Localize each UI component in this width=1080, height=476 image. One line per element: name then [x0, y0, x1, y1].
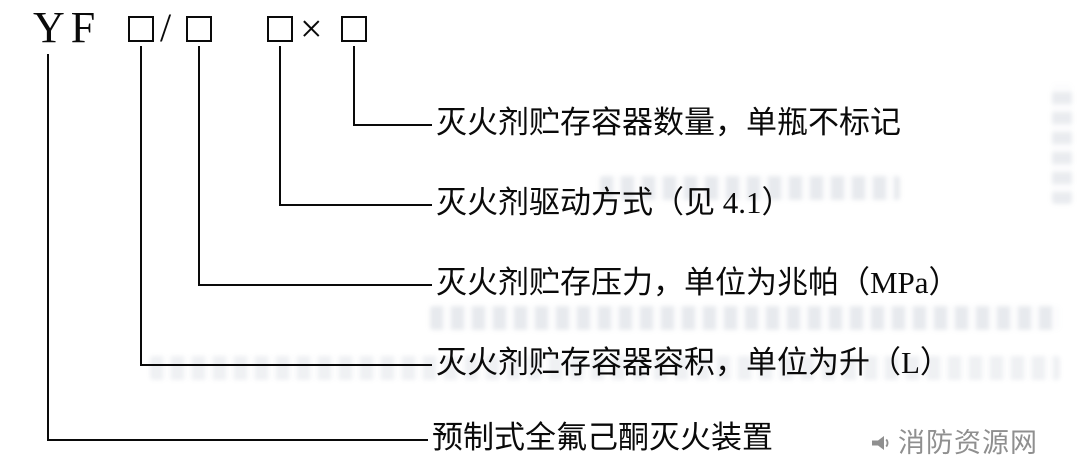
connector-horizontal-drive-method	[279, 204, 432, 206]
ghost-text-artifact	[430, 306, 1060, 330]
code-box-container-volume	[128, 16, 154, 42]
watermark: 消防资源网	[868, 428, 1038, 458]
megaphone-icon	[868, 431, 892, 455]
connector-vertical-device-name	[47, 54, 49, 441]
code-box-storage-pressure	[186, 16, 212, 42]
connector-vertical-container-count	[353, 46, 355, 126]
connector-vertical-container-volume	[140, 46, 142, 366]
connector-vertical-storage-pressure	[198, 46, 200, 286]
label-drive-method: 灭火剂驱动方式（见 4.1）	[436, 185, 793, 220]
code-slash: /	[160, 5, 172, 50]
connector-horizontal-container-volume	[140, 364, 432, 366]
code-times: ×	[300, 6, 323, 51]
label-device-name: 预制式全氟己酮灭火装置	[432, 420, 773, 455]
code-box-container-count	[341, 16, 367, 42]
connector-horizontal-storage-pressure	[198, 284, 432, 286]
label-container-volume: 灭火剂贮存容器容积，单位为升（L）	[436, 345, 951, 380]
code-prefix: YF	[33, 3, 102, 52]
connector-vertical-drive-method	[279, 46, 281, 206]
connector-horizontal-device-name	[47, 439, 428, 441]
watermark-text: 消防资源网	[898, 428, 1038, 458]
ghost-text-artifact	[1052, 84, 1072, 204]
label-container-count: 灭火剂贮存容器数量，单瓶不标记	[436, 105, 901, 140]
connector-horizontal-container-count	[353, 124, 432, 126]
label-storage-pressure: 灭火剂贮存压力，单位为兆帕（MPa）	[436, 265, 960, 300]
code-box-drive-method	[267, 16, 293, 42]
